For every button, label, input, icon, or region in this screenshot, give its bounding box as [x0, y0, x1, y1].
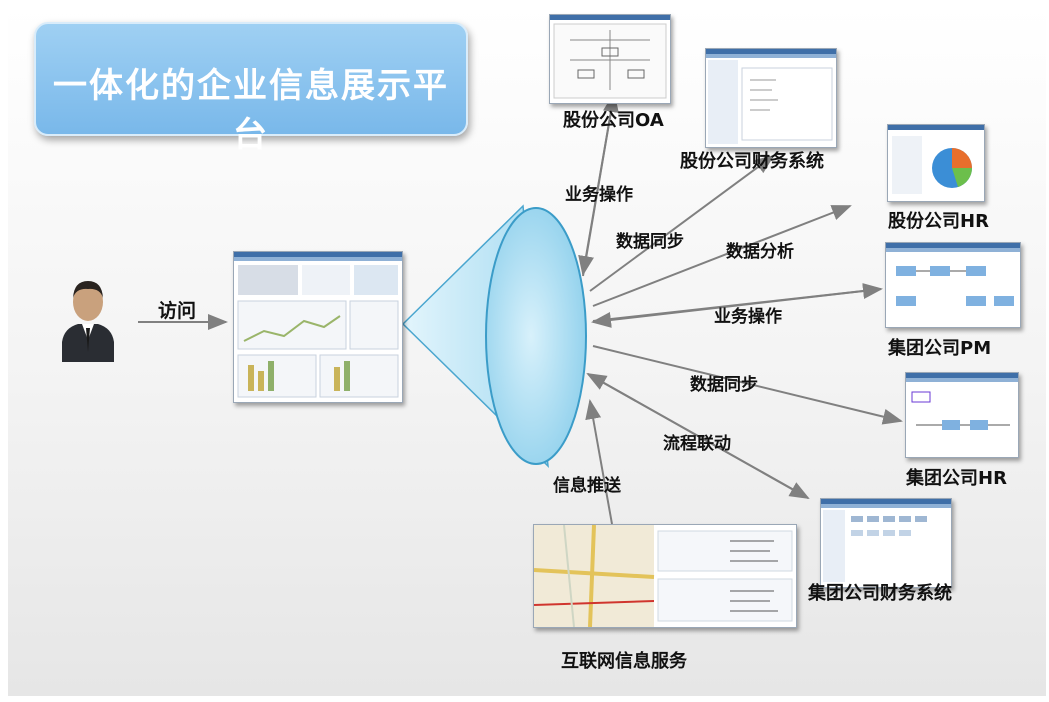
- node-label-internet: 互联网信息服务: [561, 651, 687, 672]
- edge-label-to-finance: 数据同步: [616, 232, 684, 252]
- arrow-group-fin-in: [586, 373, 809, 499]
- hr-screenshot: [887, 124, 985, 202]
- edge-label-to-group-hr: 数据同步: [690, 375, 758, 395]
- diagram-canvas: 一体化的企业信息展示平台 访问: [8, 6, 1046, 696]
- arrow-hr: [592, 205, 852, 307]
- arrow-internet: [585, 399, 613, 525]
- arrow-pm-in: [591, 288, 882, 328]
- edge-label-from-internet: 信息推送: [553, 476, 621, 496]
- user-icon: [62, 281, 114, 362]
- node-label-group-finance: 集团公司财务系统: [808, 583, 952, 604]
- internet-screenshot: [533, 524, 797, 628]
- arrow-group-hr: [592, 345, 903, 425]
- edge-label-to-hr: 数据分析: [726, 242, 794, 262]
- edge-label-to-group-finance: 流程联动: [663, 434, 731, 454]
- node-label-finance: 股份公司财务系统: [680, 151, 824, 172]
- finance-screenshot: [705, 48, 837, 148]
- arrow-finance: [589, 154, 775, 292]
- group-hr-screenshot: [905, 372, 1019, 458]
- cone-face: [485, 207, 587, 465]
- node-label-group-pm: 集团公司PM: [888, 338, 992, 359]
- arrow-oa-down: [578, 93, 615, 276]
- title-banner: 一体化的企业信息展示平台: [34, 22, 468, 155]
- oa-screenshot: [549, 14, 671, 104]
- portal-screenshot: [233, 251, 403, 403]
- pm-screenshot: [885, 242, 1021, 328]
- page-title: 一体化的企业信息展示平台: [53, 66, 449, 155]
- node-label-oa: 股份公司OA: [563, 110, 664, 131]
- node-label-hr: 股份公司HR: [888, 211, 989, 232]
- access-label: 访问: [158, 300, 197, 322]
- edge-label-to-pm: 业务操作: [714, 307, 782, 327]
- connector-layer: [138, 92, 903, 525]
- node-label-group-hr: 集团公司HR: [906, 468, 1007, 489]
- group-finance-screenshot: [820, 498, 952, 588]
- edge-label-to-oa: 业务操作: [565, 185, 633, 205]
